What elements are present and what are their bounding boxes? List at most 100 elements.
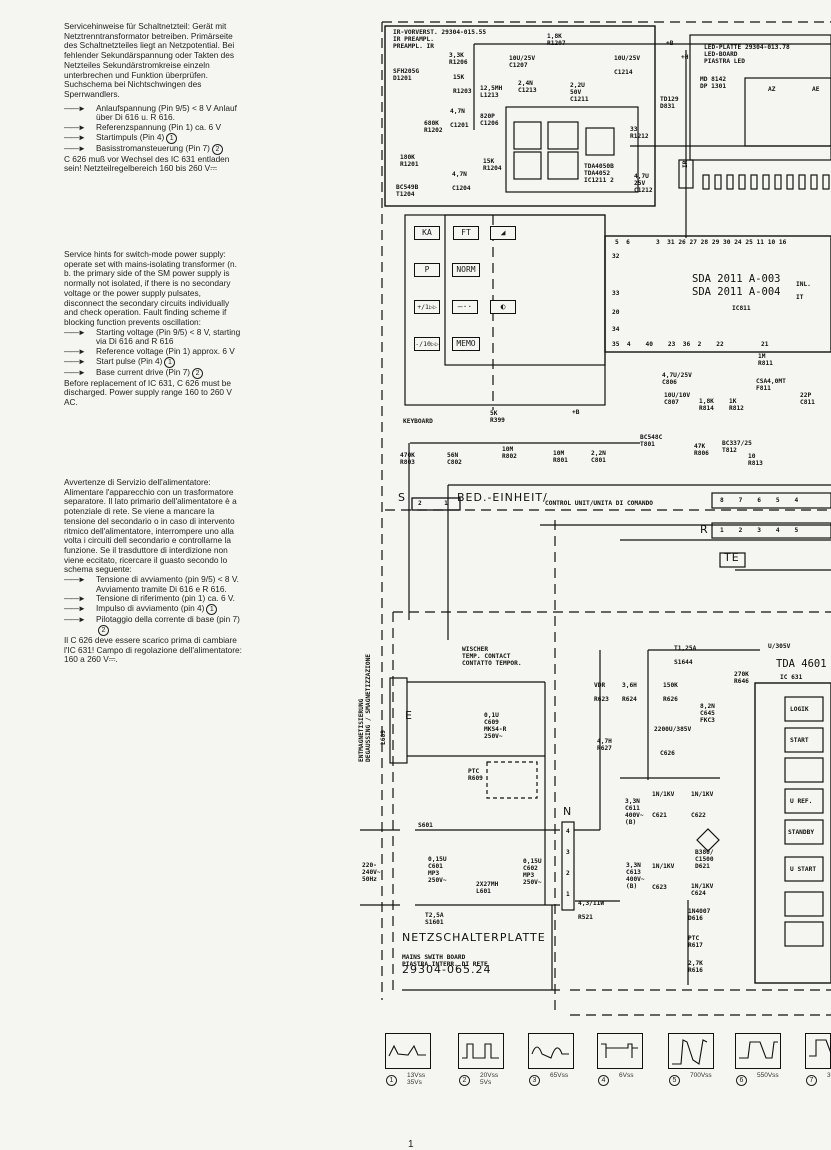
arrow-icon: ——► [64, 615, 86, 625]
waveform-amplitude: 65Vss [550, 1072, 569, 1079]
key-ka: KA [414, 226, 440, 240]
label-pin34: 34 [612, 326, 620, 333]
label-wischer: WISCHER TEMP. CONTACT CONTATTO TEMPOR. [462, 646, 522, 667]
label-c1201: 4,7N C1201 [450, 108, 469, 129]
label-r802: 10M R802 [502, 446, 517, 460]
notes-it-step: ——►Tensione di avviamento (pin 9/5) < 8 … [64, 574, 239, 594]
notes-de-step: ——►Startimpuls (Pin 4)1 [64, 132, 242, 144]
label-conn-r: R [700, 523, 709, 536]
ic1211-box [505, 106, 639, 193]
marker-1: 1 [166, 132, 178, 144]
notes-it-intro: Avvertenze di Servizio dell'alimentatore… [64, 477, 237, 575]
label-r803: 470K R803 [400, 452, 415, 466]
label-standby: STANDBY [788, 829, 815, 836]
notes-en-footer: Before replacement of IC 631, C 626 must… [64, 377, 232, 408]
label-conn-e: E [405, 709, 413, 722]
label-r1204: 15K R1204 [483, 158, 502, 172]
label-r801: 10M R801 [553, 450, 568, 464]
arrow-icon: ——► [64, 575, 86, 585]
label-c811: 22P C811 [800, 392, 815, 406]
label-c611: 3,3N C611 400V~ (B) [625, 798, 644, 826]
waveform-marker: 1 [386, 1075, 397, 1086]
waveform-1 [385, 1033, 431, 1069]
label-netz-no: 29304-065.24 [402, 963, 492, 976]
label-c801: 2,2N C801 [591, 450, 606, 464]
label-r813: 10 R813 [748, 453, 763, 467]
key-minus10: -/10▷▷ [414, 337, 440, 351]
key-norm: NORM [452, 263, 480, 277]
label-c802: 56N C802 [447, 452, 462, 466]
waveform-marker: 3 [529, 1075, 540, 1086]
ir-preamp-board [384, 25, 656, 207]
connector-e [389, 677, 408, 764]
led-board [689, 34, 831, 161]
label-ir-title: IR-VORVERST. 29304-015.55 IR PREAMPL. PR… [393, 29, 487, 50]
label-sda1: SDA 2011 A-003 [692, 273, 781, 285]
marker-2: 2 [211, 143, 223, 155]
waveform-6 [735, 1033, 781, 1069]
label-conn-s: S [398, 491, 406, 504]
label-t812: BC337/25 T812 [722, 440, 752, 454]
notes-de-scheme: Suchschema bei Nichtschwingen des Sperrw… [64, 79, 202, 99]
label-c1213: 2,4N C1213 [518, 80, 537, 94]
waveform-7 [805, 1033, 831, 1069]
label-c623: 1N/1KV C623 [652, 863, 675, 891]
page-number: 1 [408, 1139, 414, 1150]
label-ustart: U START [790, 866, 817, 873]
label-led-parts: MD 8142 DP 1301 [700, 76, 727, 90]
label-r609: PTC R609 [468, 768, 483, 782]
key-memo: MEMO [452, 337, 480, 351]
label-s1644: T1,25A S1644 [674, 645, 697, 666]
label-l609: L609 [380, 730, 387, 745]
label-c601: 0,15U C601 MP3 250V~ [428, 856, 447, 884]
arrow-icon: ——► [64, 103, 86, 113]
label-conn-s-pins: 2 1 [418, 500, 448, 507]
label-r399: 5K R399 [490, 410, 505, 424]
label-d831: TD129 D831 [660, 96, 679, 110]
bridge-rectifier [696, 828, 720, 852]
key-ft: FT [453, 226, 479, 240]
notes-de-intro: Servicehinweise für Schaltnetzteil: Gerä… [64, 21, 235, 80]
label-u305: U/305V [768, 643, 791, 650]
key-volume: ◢ [490, 226, 516, 240]
label-conn-n: N [563, 805, 573, 818]
waveform-amplitude: 20Vss 5Vs [480, 1072, 499, 1086]
board-outlines [381, 21, 831, 1016]
label-r1207: 1,8K R1207 [547, 33, 566, 47]
notes-it-footer: Il C 626 deve essere scarico prima di ca… [64, 634, 242, 665]
service-notes-english: Service hints for switch-mode power supp… [64, 249, 242, 408]
arrow-icon: ——► [64, 123, 86, 133]
label-c645: 8,2N C645 FKC3 [700, 703, 715, 724]
label-pin32: 32 [612, 253, 620, 260]
arrow-icon: ——► [64, 132, 86, 142]
label-r1201: 180K R1201 [400, 154, 419, 168]
waveform-amplitude: 700Vss [690, 1072, 712, 1079]
label-conn-upper-pins: 8 7 6 5 4 [720, 497, 799, 504]
label-ir-box: IR [682, 160, 689, 168]
label-mains: 220- 240V~ 50Hz [362, 862, 381, 883]
notes-de-step: ——►Basisstromansteuerung (Pin 7)2 [64, 143, 242, 155]
label-mains-board: MAINS SWITH BOARD PIASTRA INTERR. DI RET… [402, 954, 488, 968]
arrow-icon: ——► [64, 327, 86, 337]
label-r646: 270K R646 [734, 671, 749, 685]
label-c613: 3,3N C613 400V~ (B) [626, 862, 645, 890]
label-c807: 10U/10V C807 [664, 392, 691, 406]
label-t801: BC548C T801 [640, 434, 663, 448]
label-tda4601: TDA 4601 [776, 658, 827, 670]
label-pins-top: 5 6 3 31 26 27 28 29 30 24 25 11 10 16 [615, 239, 787, 246]
label-r623: VDR R623 [594, 682, 609, 703]
notes-it-step: ——►Impulso di avviamento (pin 4)1 [64, 603, 242, 616]
notes-de-footer: C 626 muß vor Wechsel des IC 631 entlade… [64, 153, 230, 174]
notes-en-step: ——►Reference voltage (Pin 1) approx. 6 V [64, 346, 235, 357]
connector-n [561, 821, 575, 911]
waveform-4 [597, 1033, 643, 1069]
tda4601-box [754, 682, 831, 984]
label-pin33: 33 [612, 290, 620, 297]
notes-en-step: ——►Starting voltage (Pin 9/5) < 8 V, sta… [64, 326, 241, 347]
marker-1: 1 [206, 604, 218, 616]
marker-2: 2 [192, 367, 204, 379]
label-l1213: 12,5MH L1213 [480, 85, 503, 99]
label-plus-b2: +B [572, 409, 580, 416]
label-s1601: T2,5A S1601 [425, 912, 444, 926]
